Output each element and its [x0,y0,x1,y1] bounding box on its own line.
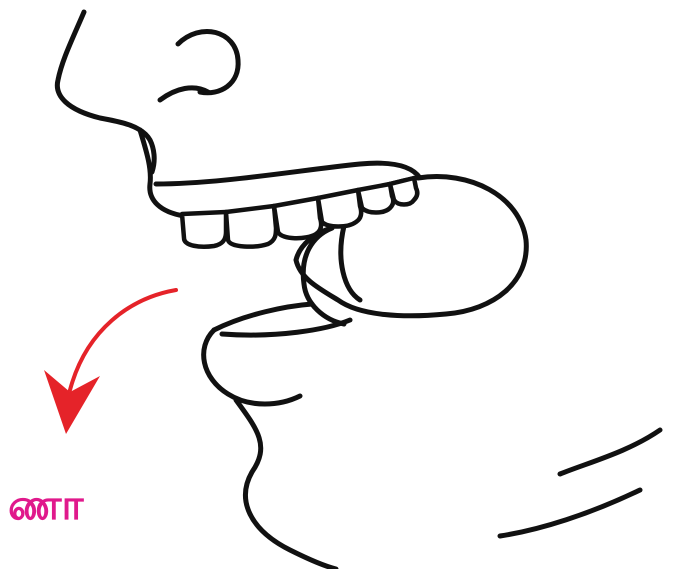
upper-lip-inner [156,163,420,184]
neck-line [500,490,640,536]
tooth [318,190,361,227]
tooth [390,178,417,205]
tooth [358,184,393,213]
jaw-line [560,430,660,474]
nose-outline [57,12,154,172]
tooth [274,198,321,238]
lower-lip-outline [204,330,300,404]
motion-arrow [44,290,176,434]
arrow-shaft [70,290,176,390]
tamil-letter-label: ணா [8,484,83,526]
chin-outline [236,400,336,569]
tooth [226,206,276,247]
lower-lip-upper-edge [214,304,312,330]
nostril-outline [178,31,238,92]
tooth [182,212,226,247]
